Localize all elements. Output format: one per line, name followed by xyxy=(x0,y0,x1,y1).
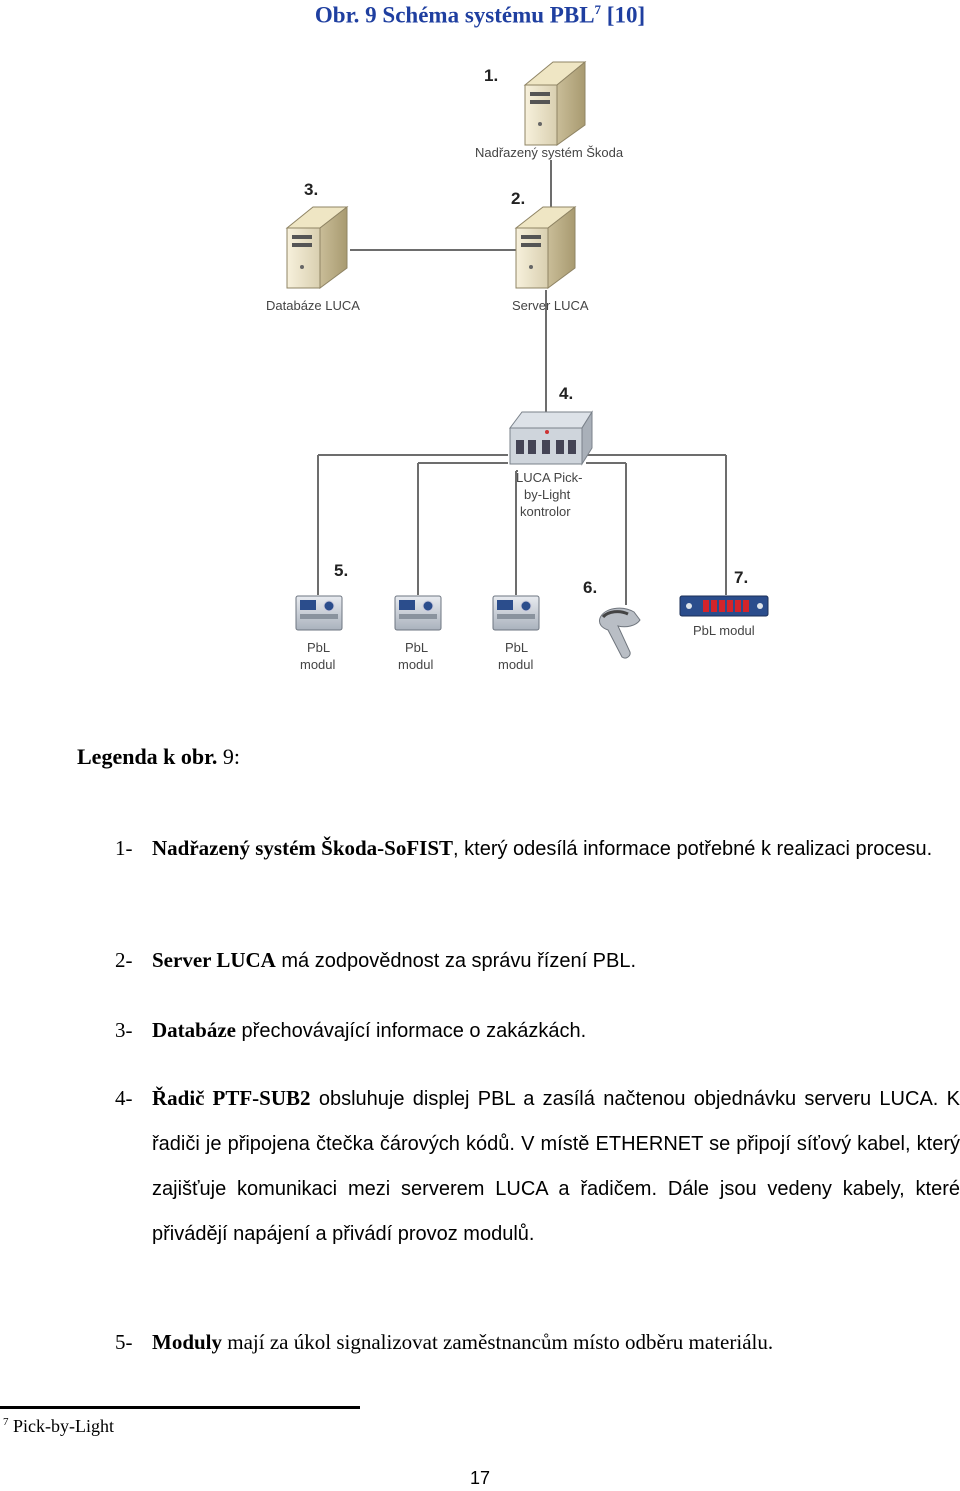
luca-database-server-icon xyxy=(285,205,349,289)
legend-title: Legenda k obr. 9: xyxy=(77,744,240,770)
luca-server-icon xyxy=(514,205,577,289)
legend-item-description: přechovávající informace o zakázkách. xyxy=(235,1020,587,1042)
legend-item-4: 4- Řadič PTF-SUB2 obsluhuje displej PBL … xyxy=(115,1076,960,1256)
module-1-label-line-2: modul xyxy=(300,657,336,672)
node-number-controller: 4. xyxy=(559,384,573,403)
footnote: 7 Pick-by-Light xyxy=(3,1416,114,1437)
node-number-scanner: 6. xyxy=(583,578,597,597)
legend-item-number: 3- xyxy=(115,1018,133,1042)
legend-item-text: Moduly mají za úkol signalizovat zaměstn… xyxy=(152,1320,960,1364)
legend-item-5: 5- Moduly mají za úkol signalizovat zamě… xyxy=(115,1320,960,1364)
node-number-superior: 1. xyxy=(484,66,498,85)
module-1-label-line-1: PbL xyxy=(307,640,330,655)
page-number: 17 xyxy=(469,1468,491,1488)
node-label-server: Server LUCA xyxy=(512,298,589,313)
legend-item-description: má zodpovědnost za správu řízení PBL. xyxy=(275,950,637,972)
figure-title-reference: [10] xyxy=(606,2,646,28)
legend-item-3: 3- Databáze přechovávající informace o z… xyxy=(115,1008,960,1053)
barcode-scanner-icon xyxy=(599,607,641,659)
node-label-module-display: PbL modul xyxy=(693,623,755,638)
figure-title-footnote-mark: 7 xyxy=(594,2,602,17)
legend-item-bold: Databáze xyxy=(152,1018,236,1042)
legend-item-text: Databáze přechovávající informace o zaká… xyxy=(152,1008,960,1053)
module-3-label-line-2: modul xyxy=(498,657,534,672)
node-number-server: 2. xyxy=(511,189,525,208)
node-label-superior: Nadřazený systém Škoda xyxy=(475,145,624,160)
figure-title-text: Obr. 9 Schéma systému PBL xyxy=(314,2,595,28)
node-label-database: Databáze LUCA xyxy=(266,298,360,313)
node-number-module-group: 5. xyxy=(334,561,348,580)
legend-item-description: mají za úkol signalizovat zaměstnancům m… xyxy=(222,1330,774,1354)
legend-item-description: , který odesílá informace potřebné k rea… xyxy=(453,838,933,860)
legend-title-number: 9: xyxy=(222,744,241,769)
legend-item-text: Řadič PTF-SUB2 obsluhuje displej PBL a z… xyxy=(152,1076,960,1256)
module-3-label-line-1: PbL xyxy=(505,640,528,655)
legend-item-number: 2- xyxy=(115,948,133,972)
pbl-module-icon xyxy=(492,595,540,631)
controller-label-line-3: kontrolor xyxy=(520,504,571,519)
legend-item-text: Nadřazený systém Škoda-SoFIST, který ode… xyxy=(152,826,960,871)
legend-item-bold: Řadič PTF-SUB2 xyxy=(152,1086,311,1110)
footnote-mark: 7 xyxy=(3,1416,9,1428)
module-2-label-line-1: PbL xyxy=(405,640,428,655)
pbl-module-icon xyxy=(394,595,442,631)
module-2-label-line-2: modul xyxy=(398,657,434,672)
legend-item-2: 2- Server LUCA má zodpovědnost za správu… xyxy=(115,938,960,983)
node-number-database: 3. xyxy=(304,180,318,199)
legend-title-bold: Legenda k obr. xyxy=(77,744,218,769)
legend-item-number: 1- xyxy=(115,836,133,860)
controller-label-line-2: by-Light xyxy=(524,487,571,502)
figure-title: Obr. 9 Schéma systému PBL7 [10] xyxy=(0,2,960,29)
superior-system-server-icon xyxy=(523,60,587,146)
legend-item-bold: Server LUCA xyxy=(152,948,276,972)
pbl-system-diagram: 1. Nadřazený systém Škoda 2. Server LUCA… xyxy=(266,60,769,672)
legend-item-number: 5- xyxy=(115,1330,133,1354)
footnote-separator xyxy=(0,1406,360,1409)
node-number-module-display: 7. xyxy=(734,568,748,587)
legend-item-text: Server LUCA má zodpovědnost za správu ří… xyxy=(152,938,960,983)
controller-label-line-1: LUCA Pick- xyxy=(516,470,582,485)
connection-lines xyxy=(317,160,727,605)
legend-item-number: 4- xyxy=(115,1086,133,1110)
luca-pbl-controller-icon xyxy=(509,410,593,466)
legend-item-description: obsluhuje displej PBL a zasílá načtenou … xyxy=(152,1088,960,1245)
legend-item-1: 1- Nadřazený systém Škoda-SoFIST, který … xyxy=(115,826,960,871)
pbl-module-icon xyxy=(295,595,343,631)
legend-item-bold: Moduly xyxy=(152,1330,223,1354)
footnote-text: Pick-by-Light xyxy=(13,1416,114,1436)
legend-item-bold: Nadřazený systém Škoda-SoFIST xyxy=(152,836,454,860)
pbl-display-module-icon xyxy=(679,595,769,617)
